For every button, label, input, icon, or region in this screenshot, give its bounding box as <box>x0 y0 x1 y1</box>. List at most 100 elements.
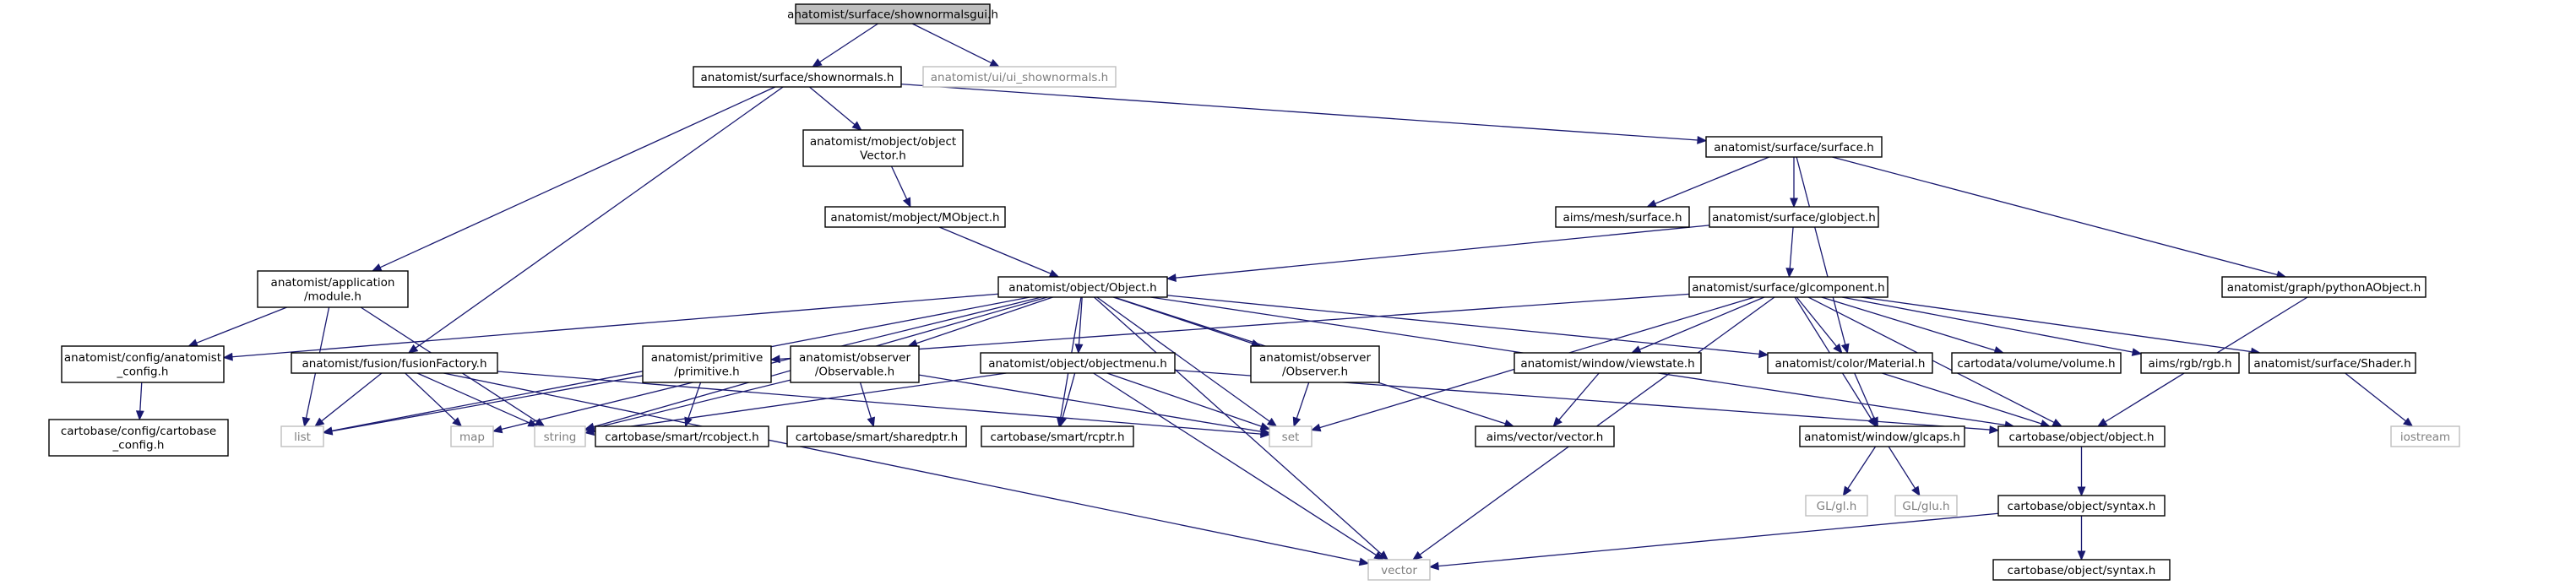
edge-mobject-to-object <box>938 226 1060 278</box>
node-box <box>257 270 409 308</box>
edge-object-to-observable <box>907 296 1053 348</box>
node-globject[interactable]: anatomist/surface/globject.h <box>1709 206 1879 228</box>
arrow-head <box>902 197 911 209</box>
node-shownormals[interactable]: anatomist/surface/shownormals.h <box>693 66 902 88</box>
node-root[interactable]: anatomist/surface/shownormalsgui.h <box>787 3 998 24</box>
edge-line <box>593 372 1007 432</box>
node-glcaps[interactable]: anatomist/window/glcaps.h <box>1799 425 1965 447</box>
edge-line <box>231 293 999 358</box>
node-objectmenu[interactable]: anatomist/object/objectmenu.h <box>980 352 1176 374</box>
node-label: anatomist/application <box>271 276 395 290</box>
node-glcomponent[interactable]: anatomist/surface/glcomponent.h <box>1688 276 1889 298</box>
node-vector[interactable]: vector <box>1367 559 1431 581</box>
node-volume[interactable]: cartodata/volume/volume.h <box>1951 352 2122 374</box>
node-surface[interactable]: anatomist/surface/surface.h <box>1705 136 1883 158</box>
edge-surface-to-globject <box>1790 157 1798 209</box>
edge-line <box>808 86 856 126</box>
node-syntax1[interactable]: cartobase/object/syntax.h <box>1997 495 2166 517</box>
node-box <box>786 425 967 447</box>
node-box <box>1767 352 1933 374</box>
node-mobject[interactable]: anatomist/mobject/MObject.h <box>824 206 1006 228</box>
edge-object-to-set <box>1096 296 1278 427</box>
edge-line <box>1789 226 1794 269</box>
arrow-head <box>2096 418 2108 427</box>
node-label: iostream <box>2400 431 2450 444</box>
edge-line <box>1655 156 1769 204</box>
arrow-head <box>407 344 419 354</box>
node-label: aims/vector/vector.h <box>1486 431 1604 444</box>
node-label: anatomist/primitive <box>651 351 764 365</box>
edge-line <box>1093 372 1377 556</box>
arrow-head <box>1842 485 1852 497</box>
edge-surface-to-material <box>1796 156 1850 355</box>
node-box <box>1951 352 2122 374</box>
node-rgb[interactable]: aims/rgb/rgb.h <box>2140 352 2240 374</box>
node-observer[interactable]: anatomist/observer/Observer.h <box>1250 345 1380 383</box>
node-set[interactable]: set <box>1269 425 1312 447</box>
edge-line <box>379 86 776 268</box>
node-aims-vector[interactable]: aims/vector/vector.h <box>1475 425 1615 447</box>
node-cb-object[interactable]: cartobase/object/object.h <box>1997 425 2166 447</box>
node-observable[interactable]: anatomist/observer/Observable.h <box>790 345 920 383</box>
edge-viewstate-to-aims-vector <box>1552 372 1600 427</box>
node-map[interactable]: map <box>450 425 494 447</box>
arrow-head <box>1785 268 1795 279</box>
node-box <box>61 345 225 383</box>
node-anatomist-config[interactable]: anatomist/config/anatomist_config.h <box>61 345 225 383</box>
node-sharedptr[interactable]: cartobase/smart/sharedptr.h <box>786 425 967 447</box>
node-box <box>795 3 991 24</box>
edges-layer <box>135 23 2414 571</box>
node-label: anatomist/ui/ui_shownormals.h <box>931 71 1108 84</box>
node-viewstate[interactable]: anatomist/window/viewstate.h <box>1514 352 1702 374</box>
node-object[interactable]: anatomist/object/Object.h <box>997 276 1168 298</box>
arrow-head <box>371 263 383 272</box>
node-rcobject[interactable]: cartobase/smart/rcobject.h <box>595 425 769 447</box>
node-shader[interactable]: anatomist/surface/Shader.h <box>2248 352 2416 374</box>
node-syntax2[interactable]: cartobase/object/syntax.h <box>1992 559 2171 581</box>
node-label: anatomist/window/glcaps.h <box>1804 431 1960 444</box>
node-box <box>2140 352 2240 374</box>
node-gl[interactable]: GL/gl.h <box>1805 495 1868 517</box>
edge-line <box>405 372 456 421</box>
node-aims-surface[interactable]: aims/mesh/surface.h <box>1555 206 1690 228</box>
node-fusionfactory[interactable]: anatomist/fusion/fusionFactory.h <box>291 352 498 374</box>
edge-line <box>331 375 644 432</box>
edge-shownormals-to-objectvector <box>808 86 862 131</box>
node-glu[interactable]: GL/glu.h <box>1894 495 1958 517</box>
node-label: anatomist/config/anatomist <box>64 351 221 365</box>
node-ui-shownormals[interactable]: anatomist/ui/ui_shownormals.h <box>922 66 1117 88</box>
node-label: anatomist/surface/globject.h <box>1712 211 1876 225</box>
node-list[interactable]: list <box>280 425 324 447</box>
node-module[interactable]: anatomist/application/module.h <box>257 270 409 308</box>
node-box <box>693 66 902 88</box>
edge-objectmenu-to-string <box>584 372 1007 436</box>
arrow-head <box>2131 348 2143 356</box>
edge-anatomist-config-to-cartobase-config <box>135 382 144 421</box>
node-label: cartobase/smart/rcobject.h <box>605 431 759 444</box>
node-label: anatomist/object/objectmenu.h <box>988 357 1167 371</box>
node-rcptr[interactable]: cartobase/smart/rcptr.h <box>981 425 1134 447</box>
edge-objectmenu-to-rcptr <box>1058 372 1076 428</box>
edge-line <box>2345 372 2406 422</box>
node-pythonaobject[interactable]: anatomist/graph/pythonAObject.h <box>2221 276 2427 298</box>
edge-globject-to-object <box>1166 225 1710 283</box>
node-box <box>2221 276 2427 298</box>
node-label: aims/rgb/rgb.h <box>2148 357 2231 371</box>
node-label: _config.h <box>112 439 165 452</box>
arrow-head <box>1411 550 1423 561</box>
edge-globject-to-glcomponent <box>1785 226 1795 279</box>
node-primitive[interactable]: anatomist/primitive/primitive.h <box>642 345 772 383</box>
node-cartobase-config[interactable]: cartobase/config/cartobase_config.h <box>48 419 229 457</box>
edge-line <box>443 372 1361 563</box>
node-material[interactable]: anatomist/color/Material.h <box>1767 352 1933 374</box>
edge-object-to-vector <box>1093 296 1389 561</box>
edge-line <box>819 23 878 63</box>
node-iostream[interactable]: iostream <box>2390 425 2460 447</box>
node-string[interactable]: string <box>534 425 586 447</box>
arrow-head <box>851 121 862 131</box>
node-label: anatomist/surface/glcomponent.h <box>1692 281 1884 295</box>
edge-line <box>1296 382 1310 419</box>
arrow-head <box>1790 198 1798 209</box>
edge-syntax1-to-vector <box>1428 512 1999 571</box>
